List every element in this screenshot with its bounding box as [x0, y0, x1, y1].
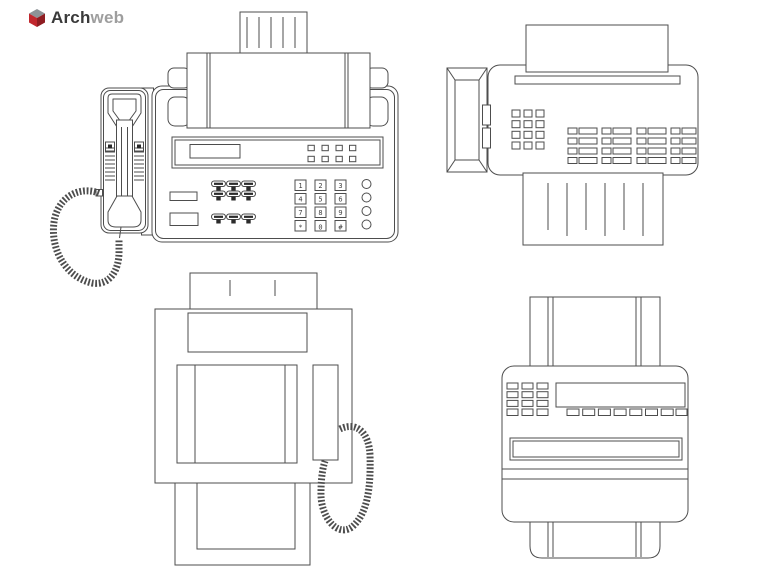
document-platen — [176, 364, 298, 464]
feeder-tray — [186, 52, 371, 129]
paper-guide-tabs — [167, 67, 389, 127]
fax3-output-tray — [174, 482, 311, 566]
hook-tab — [134, 141, 144, 152]
key-label: 3 — [338, 182, 342, 190]
paper-sheet-top — [239, 11, 308, 54]
function-slot-1 — [169, 191, 198, 201]
paper-sheet-out — [522, 172, 664, 246]
key-label: 8 — [318, 209, 322, 217]
fax4-keypad — [506, 382, 549, 416]
fax2-function-buttons — [567, 127, 697, 164]
coiled-cord — [49, 187, 123, 287]
key-label: 6 — [338, 196, 342, 204]
fax4-display — [555, 382, 686, 408]
handset-side — [446, 67, 488, 173]
feed-slot — [514, 75, 681, 85]
numeric-keypad: 1 2 3 4 5 6 7 8 9 * 0 # — [294, 179, 347, 232]
fax3-coiled-cord — [317, 423, 374, 534]
key-label: 9 — [338, 209, 342, 217]
key-label: 7 — [298, 209, 302, 217]
fax-top-view-handset-right-drawing — [154, 272, 374, 566]
key-label: 1 — [298, 182, 302, 190]
fax4-function-row — [566, 408, 688, 416]
fax3-top-tray — [189, 272, 318, 310]
handle — [116, 119, 133, 203]
telephone-handset — [100, 87, 149, 239]
key-label: * — [298, 224, 302, 232]
fax3-handset — [312, 364, 339, 461]
mouthpiece — [107, 195, 142, 228]
handset-connector — [482, 104, 491, 126]
archweb-logo: Archweb — [28, 8, 124, 28]
round-buttons — [361, 179, 372, 230]
fax-front-view-drawing: 1 2 3 4 5 6 7 8 9 * 0 # — [49, 11, 399, 287]
fax-top-view-handset-left-drawing — [446, 24, 699, 246]
logo-text-secondary: web — [90, 8, 125, 27]
key-label: # — [338, 224, 343, 232]
fax4-bottom-tray — [529, 521, 661, 559]
fax4-paper-slot — [509, 437, 683, 461]
display-panel — [171, 136, 384, 169]
key-label: 4 — [298, 196, 302, 204]
fax4-top-tray — [529, 296, 661, 368]
lcd-screen — [189, 144, 241, 159]
fax3-lid — [187, 312, 308, 353]
key-label: 0 — [318, 224, 322, 232]
key-label: 2 — [318, 182, 322, 190]
fax2-keypad — [511, 109, 545, 150]
function-slot-2 — [169, 212, 199, 226]
panel-buttons — [307, 144, 357, 163]
fax-top-view-control-panel-drawing — [501, 296, 689, 559]
logo-text: Archweb — [51, 8, 124, 28]
archweb-cube-icon — [29, 9, 45, 27]
key-label: 5 — [318, 196, 322, 204]
speed-dial-buttons — [211, 180, 256, 224]
paper-sheet-in — [525, 24, 669, 73]
handset-connector — [482, 127, 491, 149]
logo-text-primary: Arch — [51, 8, 91, 27]
hook-tab — [105, 141, 115, 152]
